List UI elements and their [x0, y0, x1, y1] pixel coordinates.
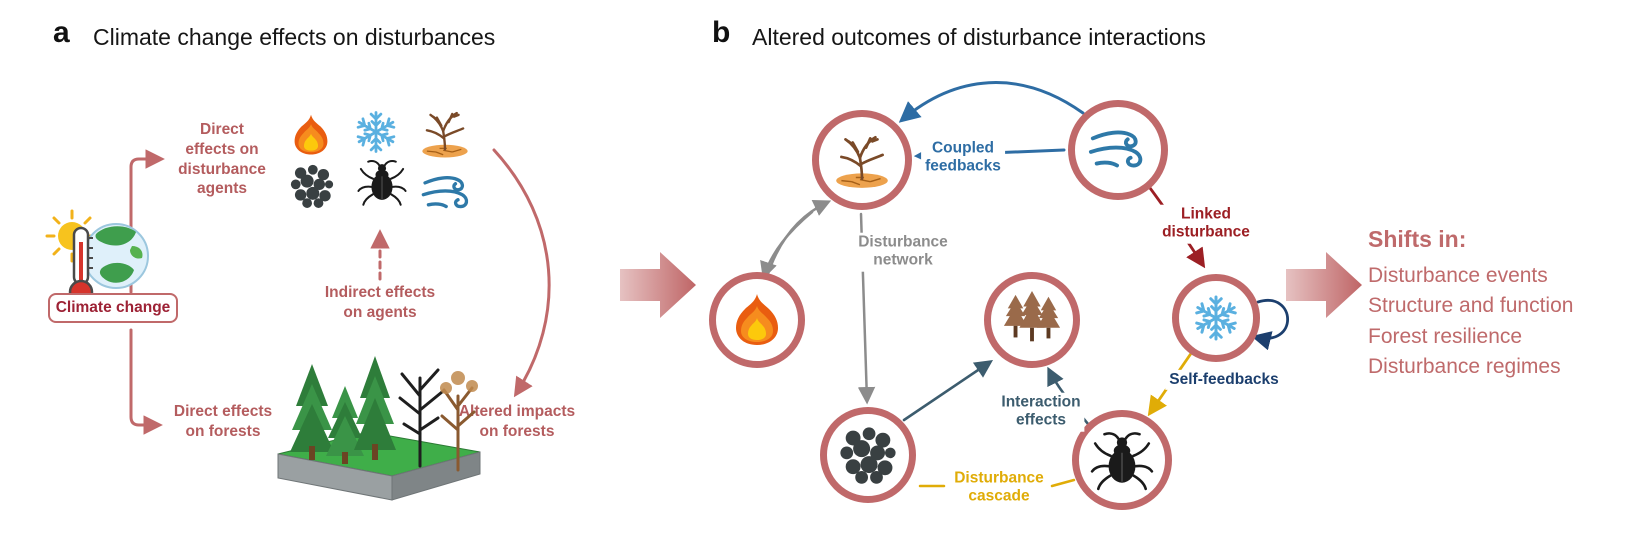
shift-item-disturbance-regimes: Disturbance regimes	[1368, 355, 1561, 379]
panel-a-letter: a	[53, 16, 70, 49]
label-interaction-effects: Interaction effects	[997, 392, 1085, 432]
flow-arrow-right	[1286, 252, 1362, 318]
label-coupled-feedbacks: Coupled feedbacks	[921, 138, 1005, 178]
node-drought	[812, 110, 912, 210]
shift-item-structure-function: Structure and function	[1368, 294, 1574, 318]
panel-b-letter: b	[712, 16, 731, 49]
wind-icon	[420, 166, 474, 220]
label-direct-effects-agents: Direct effects on disturbance agents	[178, 121, 266, 198]
node-wind	[1068, 100, 1168, 200]
label-disturbance-network: Disturbance network	[854, 232, 952, 272]
dead-trees-icon	[1001, 289, 1063, 351]
arrow-network-fire-to-drought	[764, 199, 832, 282]
label-self-feedbacks: Self-feedbacks	[1165, 369, 1283, 391]
flow-arrow-left	[620, 252, 696, 318]
node-dead-trees	[984, 272, 1080, 368]
shift-item-forest-resilience: Forest resilience	[1368, 324, 1523, 348]
snowflake-icon	[1188, 290, 1244, 346]
drought-icon	[829, 127, 895, 193]
beetle-icon	[356, 156, 408, 208]
pathogens-icon	[834, 421, 902, 489]
climate-change-label: Climate change	[48, 293, 178, 323]
panel-a-title: Climate change effects on disturbances	[93, 24, 496, 50]
node-fire	[709, 272, 805, 368]
node-pathogens	[820, 407, 916, 503]
drought-icon	[416, 104, 474, 162]
label-disturbance-cascade: Disturbance cascade	[950, 468, 1048, 508]
arrow-altered-impacts	[492, 148, 551, 398]
label-linked-disturbance: Linked disturbance	[1158, 204, 1254, 244]
forest-illustration	[277, 356, 481, 501]
shift-item-disturbance-events: Disturbance events	[1368, 264, 1548, 287]
arrow-interaction-pathogens-to-trees	[902, 359, 994, 422]
shifts-panel: Shifts in: Disturbance events Structure …	[1368, 226, 1573, 383]
panel-b-title: Altered outcomes of disturbance interact…	[752, 24, 1206, 50]
node-snowflake	[1172, 274, 1260, 362]
label-direct-effects-forests: Direct effects on forests	[173, 403, 273, 440]
fire-icon	[286, 110, 336, 160]
pathogens-icon	[286, 160, 338, 212]
label-altered-impacts-forests: Altered impacts on forests	[458, 403, 576, 440]
arrow-direct-forests	[129, 328, 163, 435]
beetle-icon	[1089, 427, 1155, 493]
fire-icon	[725, 288, 789, 352]
label-indirect-effects-agents: Indirect effects on agents	[324, 284, 436, 321]
arrow-network-drought-to-fire	[760, 210, 814, 280]
snowflake-icon	[350, 106, 402, 158]
line-cascade-right	[1050, 478, 1076, 488]
shifts-title: Shifts in:	[1368, 226, 1467, 252]
arrow-coupled-curve	[898, 81, 1085, 123]
node-beetle	[1072, 410, 1172, 510]
wind-icon	[1087, 119, 1149, 181]
